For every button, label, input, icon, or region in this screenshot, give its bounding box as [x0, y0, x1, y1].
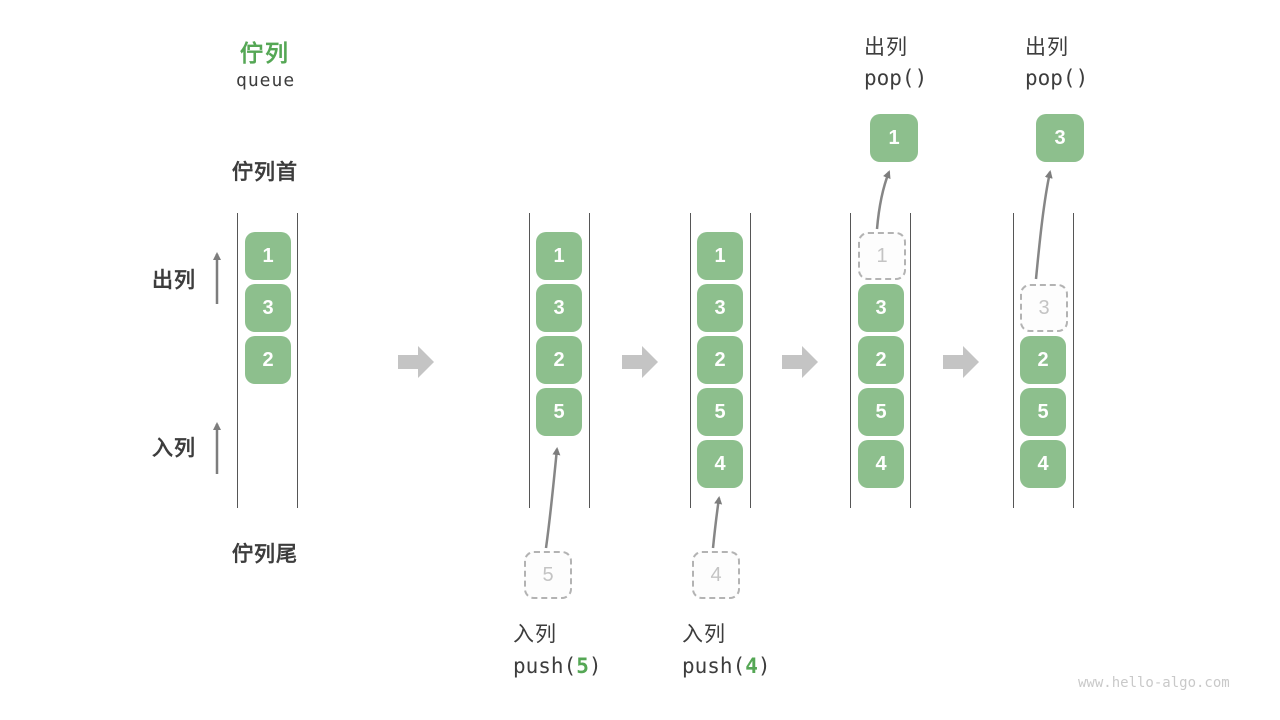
diagram-title-zh: 佇列 [240, 40, 290, 66]
queue-cell: 4 [858, 440, 904, 488]
queue-cell: 2 [536, 336, 582, 384]
popped-element: 1 [870, 114, 918, 162]
queue-cell: 2 [858, 336, 904, 384]
call-arg: 4 [745, 654, 758, 678]
queue-cell: 3 [697, 284, 743, 332]
dequeue-direction-label: 出列 [152, 269, 196, 292]
queue-cell: 2 [1020, 336, 1066, 384]
dequeue-op-label: 出列 [1025, 36, 1069, 59]
queue-cell: 3 [245, 284, 291, 332]
incoming-element-ghost: 5 [524, 551, 572, 599]
stage-arrow-3-icon [782, 346, 818, 378]
site-watermark: www.hello-algo.com [1078, 675, 1230, 691]
queue-cell: 5 [697, 388, 743, 436]
queue-cell: 5 [858, 388, 904, 436]
pop-call-text: pop() [864, 66, 928, 90]
queue-cell: 1 [536, 232, 582, 280]
removed-element-ghost: 1 [858, 232, 906, 280]
removed-element-ghost: 3 [1020, 284, 1068, 332]
call-arg: 5 [576, 654, 589, 678]
popped-element: 3 [1036, 114, 1084, 162]
pop-call-text: pop() [1025, 66, 1089, 90]
dequeue-op-label: 出列 [864, 36, 908, 59]
queue-cell: 4 [1020, 440, 1066, 488]
queue-cell: 1 [697, 232, 743, 280]
call-prefix: push( [513, 654, 577, 678]
queue-cell: 4 [697, 440, 743, 488]
push-4-call-text: push(4) [682, 654, 771, 678]
stage-arrow-1-icon [398, 346, 434, 378]
queue-cell: 5 [536, 388, 582, 436]
call-prefix: push( [682, 654, 746, 678]
enqueue-op-label: 入列 [682, 623, 726, 646]
stage-arrow-2-icon [622, 346, 658, 378]
call-suffix: ) [588, 654, 602, 678]
queue-rear-label: 佇列尾 [232, 543, 298, 566]
queue-cell: 3 [858, 284, 904, 332]
queue-cell: 2 [697, 336, 743, 384]
queue-rails [850, 213, 911, 508]
diagram-title-en: queue [236, 70, 296, 91]
call-suffix: ) [757, 654, 771, 678]
enqueue-op-label: 入列 [513, 623, 557, 646]
queue-front-label: 佇列首 [232, 161, 298, 184]
enqueue-direction-label: 入列 [152, 437, 196, 460]
stage-arrow-4-icon [943, 346, 979, 378]
queue-rails [237, 213, 298, 508]
push-5-call-text: push(5) [513, 654, 602, 678]
queue-cell: 2 [245, 336, 291, 384]
queue-rails [690, 213, 751, 508]
queue-cell: 3 [536, 284, 582, 332]
queue-cell: 5 [1020, 388, 1066, 436]
incoming-element-ghost: 4 [692, 551, 740, 599]
queue-rails [529, 213, 590, 508]
queue-rails [1013, 213, 1074, 508]
queue-cell: 1 [245, 232, 291, 280]
